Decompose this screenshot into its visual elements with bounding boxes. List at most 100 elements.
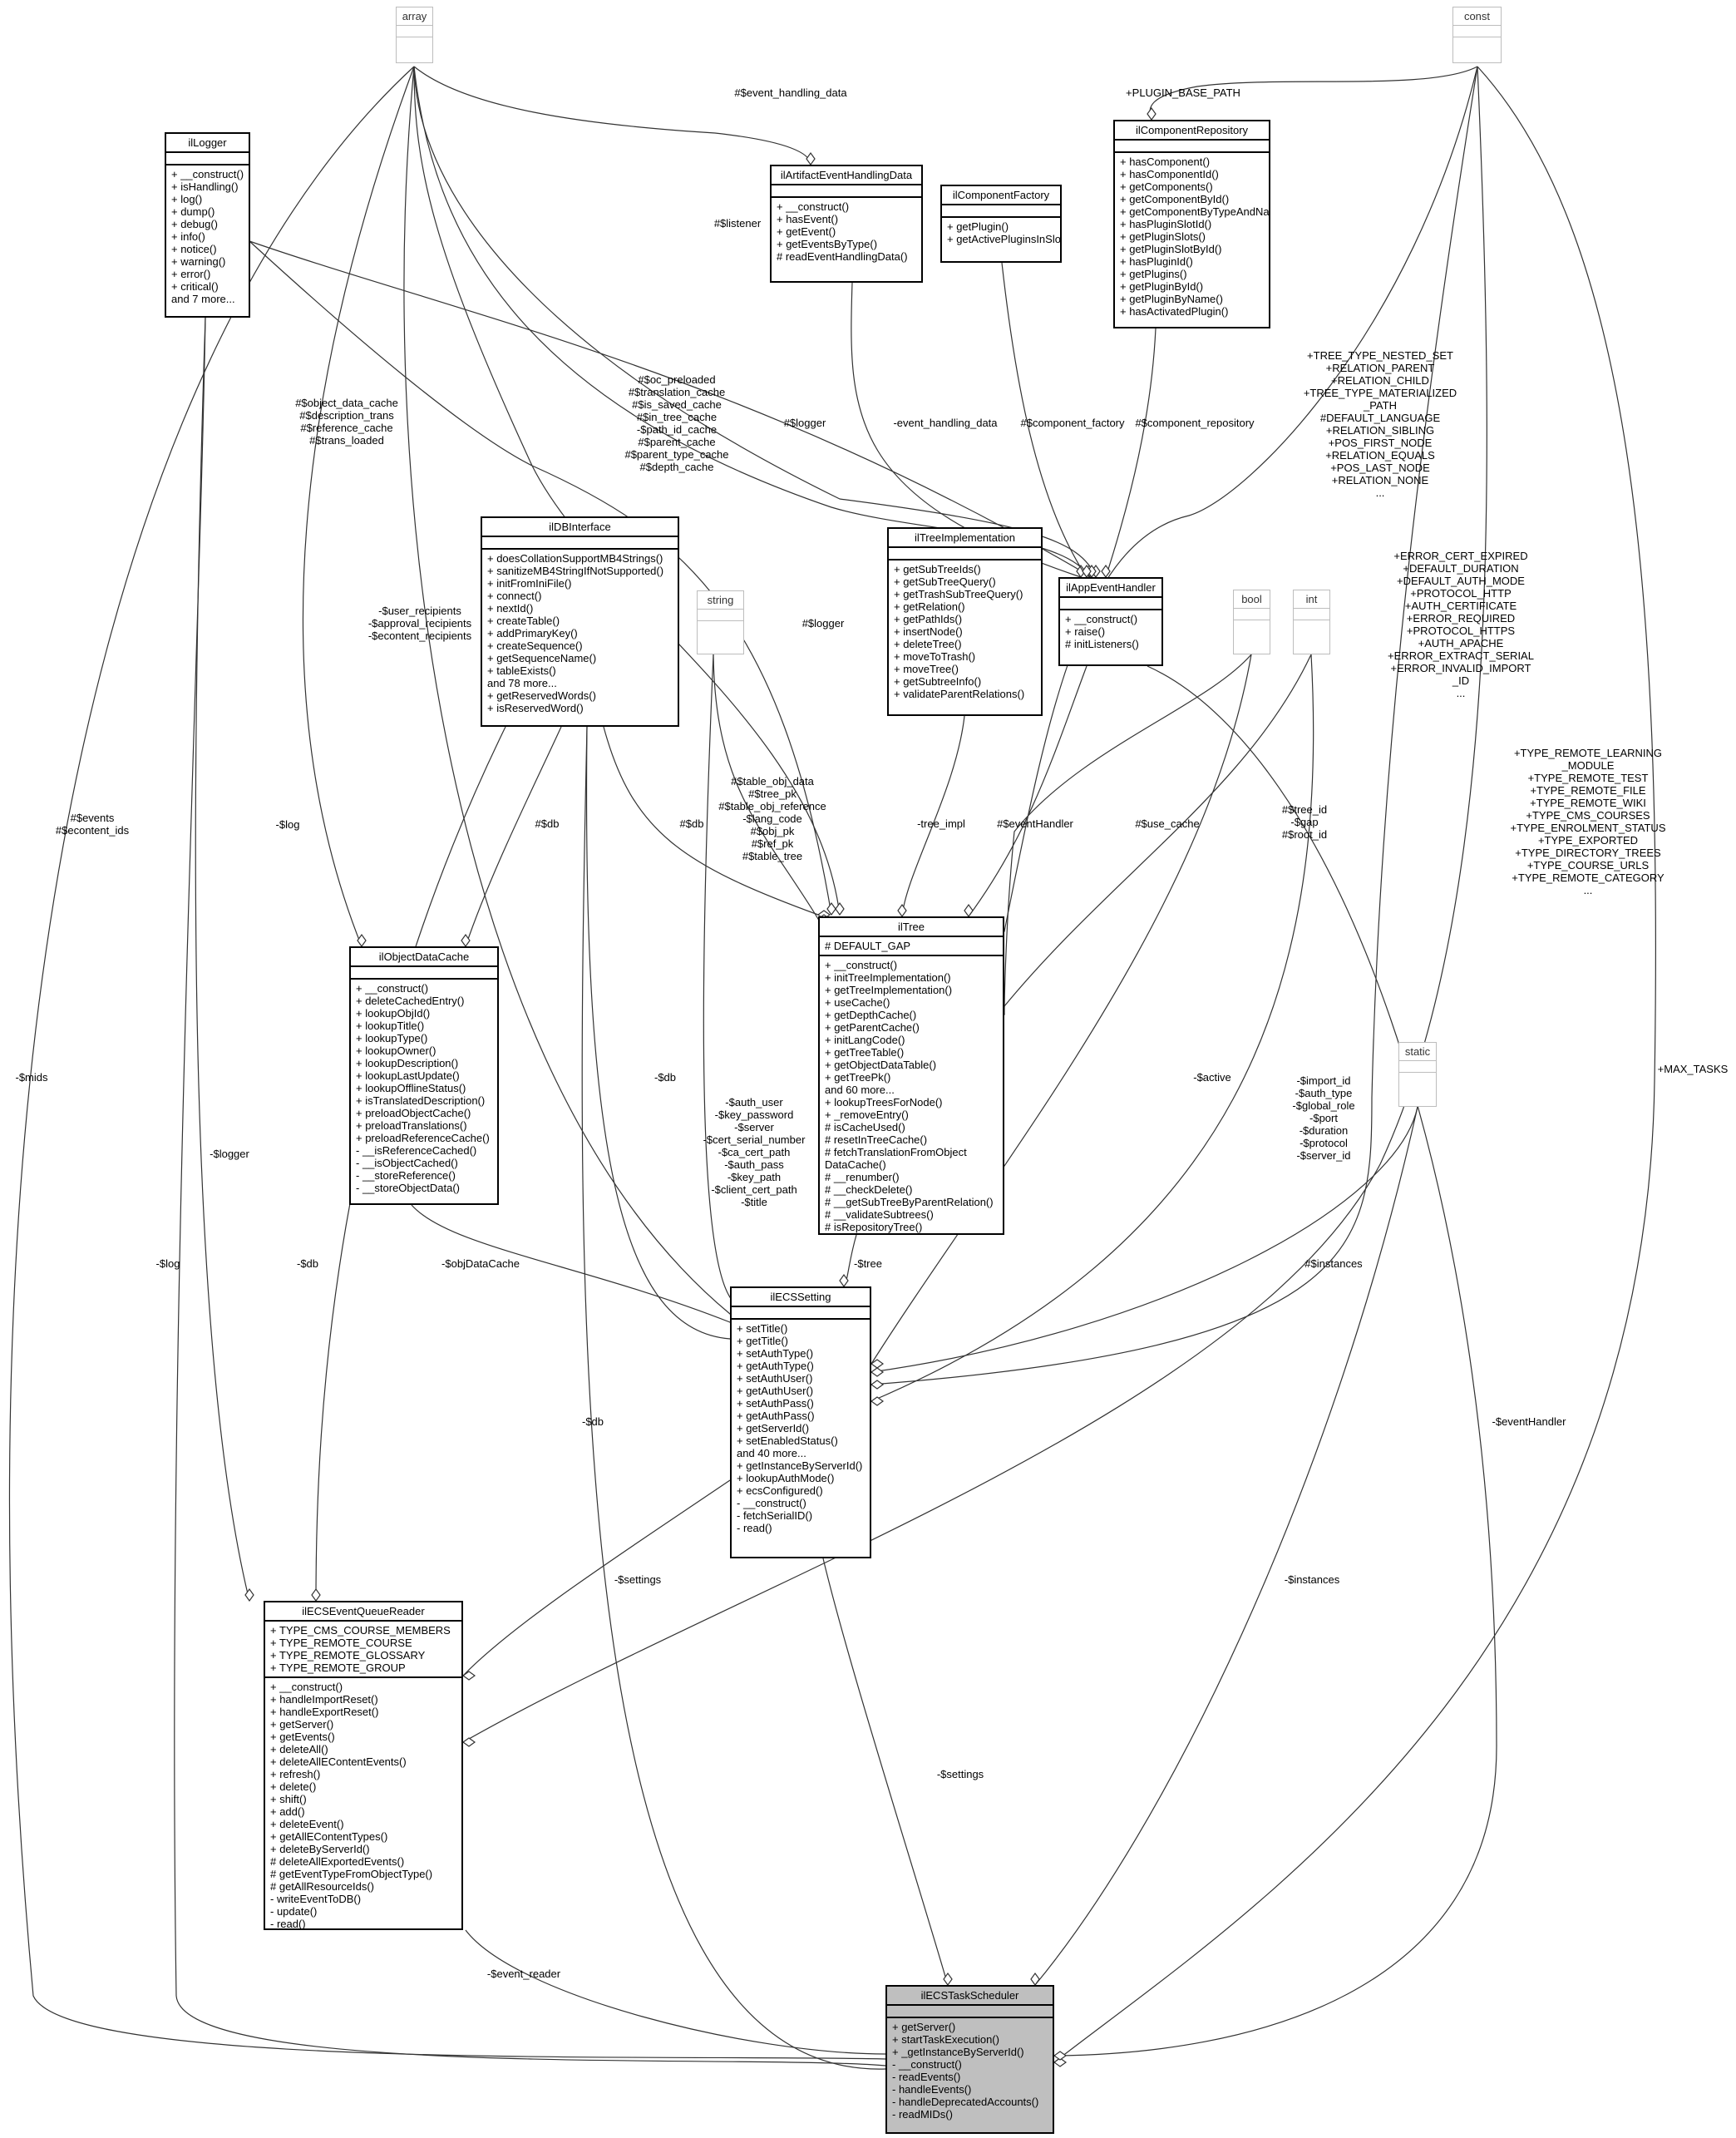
class-name: ilECSEventQueueReader <box>265 1602 461 1622</box>
edge-label-line: -$user_recipients <box>378 605 461 617</box>
class-box-const[interactable]: const <box>1452 7 1502 63</box>
operations-section: + hasComponent()+ hasComponentId()+ getC… <box>1115 153 1269 320</box>
association-line <box>585 726 731 1340</box>
operation-row: + lookupAuthMode() <box>737 1472 835 1484</box>
attributes-section: # DEFAULT_GAP <box>820 937 1003 956</box>
association-line <box>1004 66 1478 932</box>
edge-label-instances-sched: -$instances <box>1285 1573 1339 1586</box>
edge-label-tree-ids: #$tree_id-$gap#$root_id <box>1282 803 1327 841</box>
class-box-ilcomponentfactory[interactable]: ilComponentFactory+ getPlugin()+ getActi… <box>940 185 1062 263</box>
class-box-array[interactable]: array <box>396 7 433 63</box>
class-name: ilTree <box>820 918 1003 937</box>
operations-section: + setTitle()+ getTitle()+ setAuthType()+… <box>732 1320 870 1537</box>
aggregation-diamond <box>311 1587 321 1602</box>
attribute-row: + TYPE_REMOTE_GLOSSARY <box>270 1649 426 1662</box>
edge-label-line: -$auth_user <box>725 1096 783 1109</box>
operation-row: + isTranslatedDescription() <box>356 1094 486 1107</box>
operation-row: + getAllEContentTypes() <box>270 1830 388 1843</box>
operation-row: + deleteAll() <box>270 1743 328 1755</box>
edge-label-line: -$log <box>155 1257 180 1270</box>
operation-row: + getEvents() <box>270 1731 335 1743</box>
class-box-static[interactable]: static <box>1398 1042 1437 1107</box>
aggregation-diamond <box>461 1671 476 1681</box>
operation-row: + lookupObjId() <box>356 1007 431 1020</box>
operation-row: + critical() <box>171 280 219 293</box>
edge-label-line: -$settings <box>936 1768 984 1780</box>
operation-row: # fetchTranslationFromObject <box>825 1146 967 1158</box>
operation-row: - read() <box>270 1918 306 1930</box>
operation-row: + getAuthUser() <box>737 1385 814 1397</box>
class-name: ilLogger <box>166 134 249 153</box>
operation-row: + getAuthPass() <box>737 1410 815 1422</box>
operation-row: + hasComponent() <box>1120 156 1211 168</box>
edge-label-line: ... <box>1583 884 1593 896</box>
operation-row: + hasComponentId() <box>1120 168 1219 180</box>
association-line <box>195 317 250 1602</box>
class-box-bool[interactable]: bool <box>1233 590 1270 654</box>
class-name: bool <box>1234 590 1270 609</box>
edge-label-line: -$objDataCache <box>441 1257 520 1270</box>
class-box-int[interactable]: int <box>1293 590 1330 654</box>
edge-label-line: +AUTH_APACHE <box>1418 637 1504 649</box>
association-line <box>413 66 811 165</box>
operation-row: + getServer() <box>892 2021 956 2033</box>
attributes-section <box>482 537 678 550</box>
operation-row: + moveToTrash() <box>894 650 976 663</box>
class-box-iltreeimplementation[interactable]: ilTreeImplementation+ getSubTreeIds()+ g… <box>887 527 1043 716</box>
edge-label-line: _PATH <box>1364 399 1397 412</box>
aggregation-diamond <box>461 1737 476 1747</box>
edge-label-eventhandler-tree: #$eventHandler <box>997 817 1073 830</box>
edge-label-line: #$component_factory <box>1020 417 1125 429</box>
operation-row: + nextId() <box>487 602 534 615</box>
edge-label-line: +PROTOCOL_HTTPS <box>1406 625 1516 637</box>
attributes-section <box>1294 609 1329 620</box>
class-box-ilecseventqueuereader[interactable]: ilECSEventQueueReader+ TYPE_CMS_COURSE_M… <box>264 1601 463 1930</box>
edge-label-line: #$depth_cache <box>639 461 714 473</box>
operations-section <box>1294 620 1329 631</box>
class-name: ilDBInterface <box>482 518 678 537</box>
class-box-illogger[interactable]: ilLogger + __construct()+ isHandling()+ l… <box>165 132 250 318</box>
operation-row: + getDepthCache() <box>825 1009 917 1021</box>
operation-row: + __construct() <box>270 1681 343 1693</box>
edge-label-line: #$translation_cache <box>628 386 726 398</box>
association-line <box>870 66 1478 1385</box>
edge-label-line: -$cert_serial_number <box>703 1133 806 1146</box>
operation-row: + _getInstanceByServerId() <box>892 2046 1024 2058</box>
class-box-ildbinterface[interactable]: ilDBInterface+ doesCollationSupportMB4St… <box>481 516 679 727</box>
class-box-ilartifacteventhandlingdata[interactable]: ilArtifactEventHandlingData+ __construct… <box>770 165 923 283</box>
edge-label-line: ... <box>1456 687 1466 699</box>
edge-label-line: +ERROR_REQUIRED <box>1406 612 1516 625</box>
edge-label-line: #$description_trans <box>299 409 394 422</box>
operation-row: - __isObjectCached() <box>356 1157 458 1169</box>
operation-row: + deleteAllEContentEvents() <box>270 1755 407 1768</box>
edge-label-line: -$protocol <box>1300 1137 1348 1149</box>
operation-row: + insertNode() <box>894 625 963 638</box>
operation-row: + getPluginByName() <box>1120 293 1223 305</box>
aggregation-diamond <box>244 1587 254 1602</box>
operation-row: + lookupLastUpdate() <box>356 1069 460 1082</box>
operation-row: + lookupOfflineStatus() <box>356 1082 466 1094</box>
edge-label-objdatacache: -$objDataCache <box>441 1257 520 1270</box>
edge-label-line: +POS_LAST_NODE <box>1330 462 1430 474</box>
association-line <box>462 66 1487 1743</box>
operations-section: + __construct()+ isHandling()+ log()+ du… <box>166 165 249 308</box>
edge-label-line: -$gap <box>1290 816 1319 828</box>
operation-row: + useCache() <box>825 996 890 1009</box>
class-box-ilobjectdatacache[interactable]: ilObjectDataCache+ __construct()+ delete… <box>349 946 499 1205</box>
edge-label-line: -tree_impl <box>917 817 965 830</box>
edge-label-use-cache: #$use_cache <box>1135 817 1199 830</box>
class-box-ilcomponentrepository[interactable]: ilComponentRepository+ hasComponent()+ h… <box>1113 120 1270 328</box>
edge-label-eventhandler-sched: -$eventHandler <box>1492 1415 1566 1428</box>
class-box-iltree[interactable]: ilTree# DEFAULT_GAP+ __construct()+ init… <box>818 916 1004 1235</box>
class-box-string[interactable]: string <box>697 590 744 654</box>
edge-label-line: #$oc_preloaded <box>638 373 716 386</box>
operation-row: # getAllResourceIds() <box>270 1880 374 1893</box>
class-box-ilecstaskscheduler[interactable]: ilECSTaskScheduler+ getServer()+ startTa… <box>885 1985 1054 2134</box>
edge-label-db-sched: -$db <box>582 1415 604 1428</box>
class-box-ilappeventhandler[interactable]: ilAppEventHandler+ __construct()+ raise(… <box>1058 577 1163 666</box>
operation-row: + getSubTreeQuery() <box>894 575 996 588</box>
class-box-ilecssetting[interactable]: ilECSSetting+ setTitle()+ getTitle()+ se… <box>730 1286 871 1558</box>
edge-label-settings-reader: -$settings <box>614 1573 661 1586</box>
edge-label-line: #$eventHandler <box>997 817 1073 830</box>
